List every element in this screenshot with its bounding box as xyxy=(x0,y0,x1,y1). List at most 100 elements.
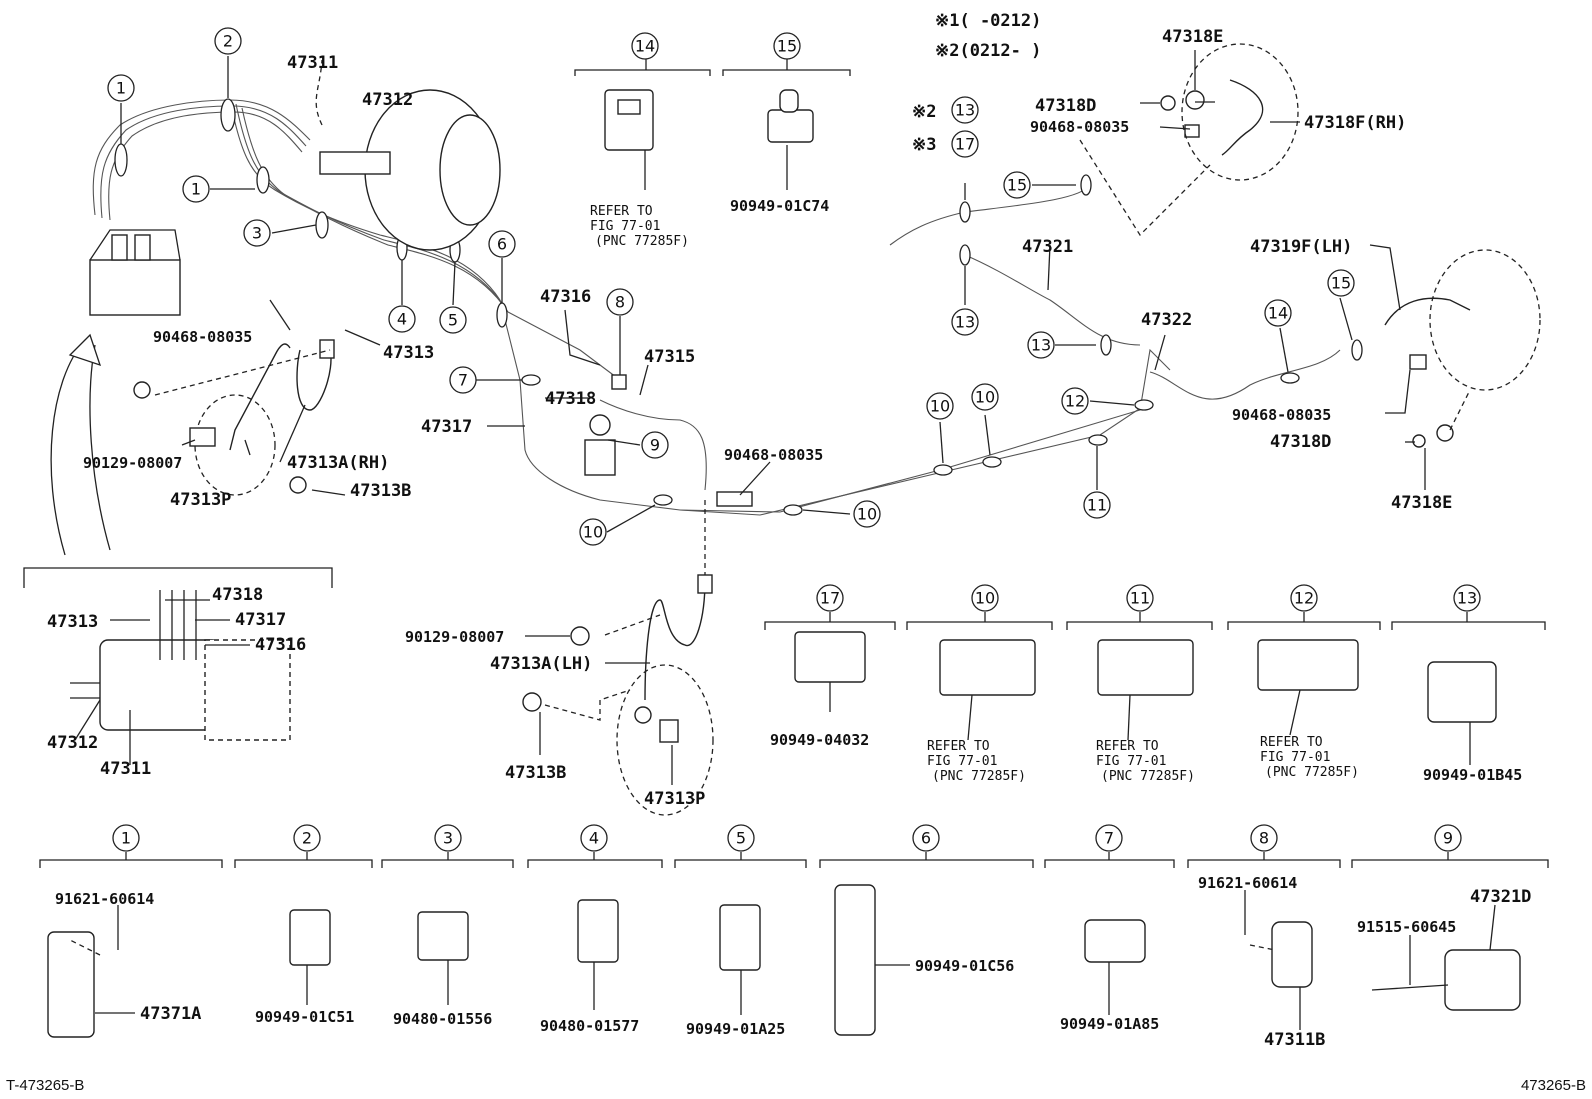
label-90468-top: 90468-08035 xyxy=(1030,118,1129,136)
label-90468-right: 90468-08035 xyxy=(1232,406,1331,424)
c14-refer-2: FIG 77-01 xyxy=(590,219,660,234)
callout-number-10: 10 xyxy=(975,589,995,608)
label-47319F-lh: 47319F(LH) xyxy=(1250,237,1352,257)
callout-circle-10 xyxy=(579,518,607,546)
c12-refer-3: (PNC 77285F) xyxy=(1265,765,1359,780)
callout-circle-10 xyxy=(971,383,999,411)
label-s2-13: ※2 xyxy=(912,102,936,122)
label-90468-left: 90468-08035 xyxy=(153,328,252,346)
callout-number-1: 1 xyxy=(116,79,126,98)
callout-number-9: 9 xyxy=(1443,829,1453,848)
footer-left: T-473265-B xyxy=(6,1077,84,1094)
c4-part: 90480-01577 xyxy=(540,1017,639,1035)
inset-47317: 47317 xyxy=(235,610,286,630)
callout-circle-2 xyxy=(214,27,242,55)
label-47313P-a: 47313P xyxy=(170,490,231,510)
callout-circle-10 xyxy=(971,584,999,612)
callout-number-10: 10 xyxy=(583,523,603,542)
c10-refer-3: (PNC 77285F) xyxy=(932,769,1026,784)
callout-circle-6 xyxy=(912,824,940,852)
c6-part: 90949-01C56 xyxy=(915,957,1014,975)
callout-circle-11 xyxy=(1083,491,1111,519)
label-47316: 47316 xyxy=(540,287,591,307)
callout-number-5: 5 xyxy=(736,829,746,848)
label-47313P-b: 47313P xyxy=(644,789,705,809)
c11-refer-3: (PNC 77285F) xyxy=(1101,769,1195,784)
callout-circle-5 xyxy=(727,824,755,852)
callout-number-10: 10 xyxy=(975,388,995,407)
inset-47313: 47313 xyxy=(47,612,98,632)
callout-circle-13 xyxy=(1027,331,1055,359)
inset-47316: 47316 xyxy=(255,635,306,655)
callout-circle-15 xyxy=(1003,171,1031,199)
callout-circle-11 xyxy=(1126,584,1154,612)
callout-circle-7 xyxy=(1095,824,1123,852)
label-90129-b: 90129-08007 xyxy=(405,628,504,646)
callout-number-4: 4 xyxy=(589,829,599,848)
callout-circle-15 xyxy=(1327,269,1355,297)
c12-refer-1: REFER TO xyxy=(1260,735,1323,750)
callout-circle-17 xyxy=(816,584,844,612)
callout-circle-4 xyxy=(580,824,608,852)
c1-bolt: 91621-60614 xyxy=(55,890,154,908)
callout-circle-13 xyxy=(951,96,979,124)
pipe-bundle xyxy=(92,99,1341,516)
callout-number-4: 4 xyxy=(397,310,407,329)
c5-part: 90949-01A25 xyxy=(686,1020,785,1038)
callout-number-8: 8 xyxy=(1259,829,1269,848)
label-47313: 47313 xyxy=(383,343,434,363)
callout-circle-8 xyxy=(606,288,634,316)
callout-number-14: 14 xyxy=(1268,304,1288,323)
c9-part: 47321D xyxy=(1470,887,1531,907)
callout-circle-7 xyxy=(449,366,477,394)
footer: T-473265-B 473265-B xyxy=(6,1077,1586,1094)
label-47311: 47311 xyxy=(287,53,338,73)
label-47313A-rh: 47313A(RH) xyxy=(287,453,389,473)
leader-lines xyxy=(74,50,1496,1030)
hose-47313A-lh xyxy=(522,500,714,816)
c7-part: 90949-01A85 xyxy=(1060,1015,1159,1033)
callout-circle-12 xyxy=(1290,584,1318,612)
callout-number-1: 1 xyxy=(191,180,201,199)
reference-arrow xyxy=(50,333,111,556)
c8-bolt: 91621-60614 xyxy=(1198,874,1297,892)
label-90468-mid: 90468-08035 xyxy=(724,446,823,464)
legend-part-sketches xyxy=(47,89,1521,1038)
inset-47311: 47311 xyxy=(100,759,151,779)
legend-labels-row1: REFER TO FIG 77-01 (PNC 77285F) 90949-01… xyxy=(590,197,1522,784)
callout-circle-13 xyxy=(1453,584,1481,612)
callout-number-3: 3 xyxy=(443,829,453,848)
callout-circle-12 xyxy=(1061,387,1089,415)
c1-part: 47371A xyxy=(140,1004,201,1024)
callout-number-15: 15 xyxy=(777,37,797,56)
callout-number-7: 7 xyxy=(458,371,468,390)
callout-circle-5 xyxy=(439,306,467,334)
inset-detail xyxy=(23,567,333,741)
callout-circle-1 xyxy=(182,175,210,203)
inset-47312: 47312 xyxy=(47,733,98,753)
label-47313A-lh: 47313A(LH) xyxy=(490,654,592,674)
callout-circle-3 xyxy=(243,219,271,247)
callout-number-13: 13 xyxy=(1457,589,1477,608)
c17-part: 90949-04032 xyxy=(770,731,869,749)
label-47318: 47318 xyxy=(545,389,596,409)
callout-number-11: 11 xyxy=(1087,496,1107,515)
callout-circle-10 xyxy=(853,500,881,528)
c3-part: 90480-01556 xyxy=(393,1010,492,1028)
callout-number-5: 5 xyxy=(448,311,458,330)
prop-valve xyxy=(584,374,753,507)
legend-labels-row2: 91621-60614 47371A 90949-01C51 90480-015… xyxy=(55,874,1531,1050)
rear-hoses xyxy=(1079,43,1541,448)
callout-number-10: 10 xyxy=(930,397,950,416)
callout-number-7: 7 xyxy=(1104,829,1114,848)
c15-part: 90949-01C74 xyxy=(730,197,829,215)
brake-booster xyxy=(315,59,501,251)
note-2: ※2(0212- ) xyxy=(935,41,1041,61)
callout-circle-13 xyxy=(951,308,979,336)
inset-labels: 47313 47318 47317 47316 47312 47311 xyxy=(47,585,306,779)
label-47315: 47315 xyxy=(644,347,695,367)
callout-number-13: 13 xyxy=(955,313,975,332)
